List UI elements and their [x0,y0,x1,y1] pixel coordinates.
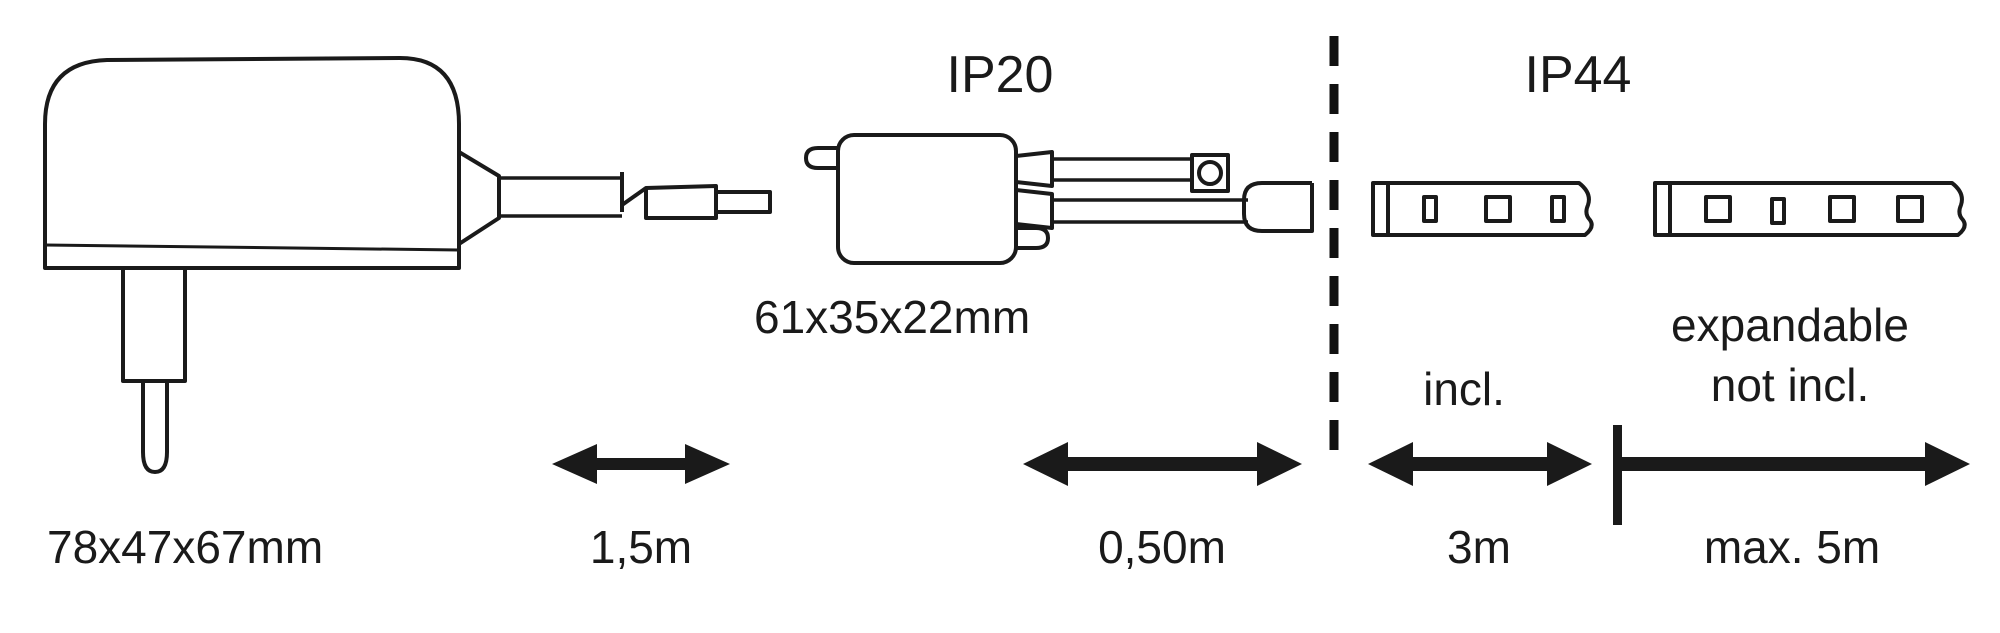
driver-dimension-label: 61x35x22mm [754,291,1030,343]
strip-included-length-label: 3m [1447,521,1511,573]
driver-box-icon [804,133,1054,265]
led-strip-included-icon [1371,181,1594,237]
not-incl-label: not incl. [1711,359,1870,411]
arrow-strip-included-length [1368,442,1592,486]
secondary-cable-icon [1052,153,1314,233]
primary-cable-length-label: 1,5m [590,521,692,573]
secondary-cable-length-label: 0,50m [1098,521,1226,573]
led-strip-extension-icon [1653,181,1967,237]
incl-label: incl. [1423,363,1505,415]
primary-cable-icon [499,172,772,220]
arrow-strip-expandable-length [1613,425,1970,525]
power-adapter-icon [43,56,501,474]
strip-expandable-length-label: max. 5m [1704,521,1880,573]
ip44-rating-label: IP44 [1525,46,1632,104]
adapter-dimension-label: 78x47x67mm [47,521,323,573]
expandable-label: expandable [1671,299,1909,351]
arrow-primary-cable-length [552,444,730,484]
arrow-secondary-cable-length [1023,442,1302,486]
ip20-rating-label: IP20 [947,46,1054,104]
